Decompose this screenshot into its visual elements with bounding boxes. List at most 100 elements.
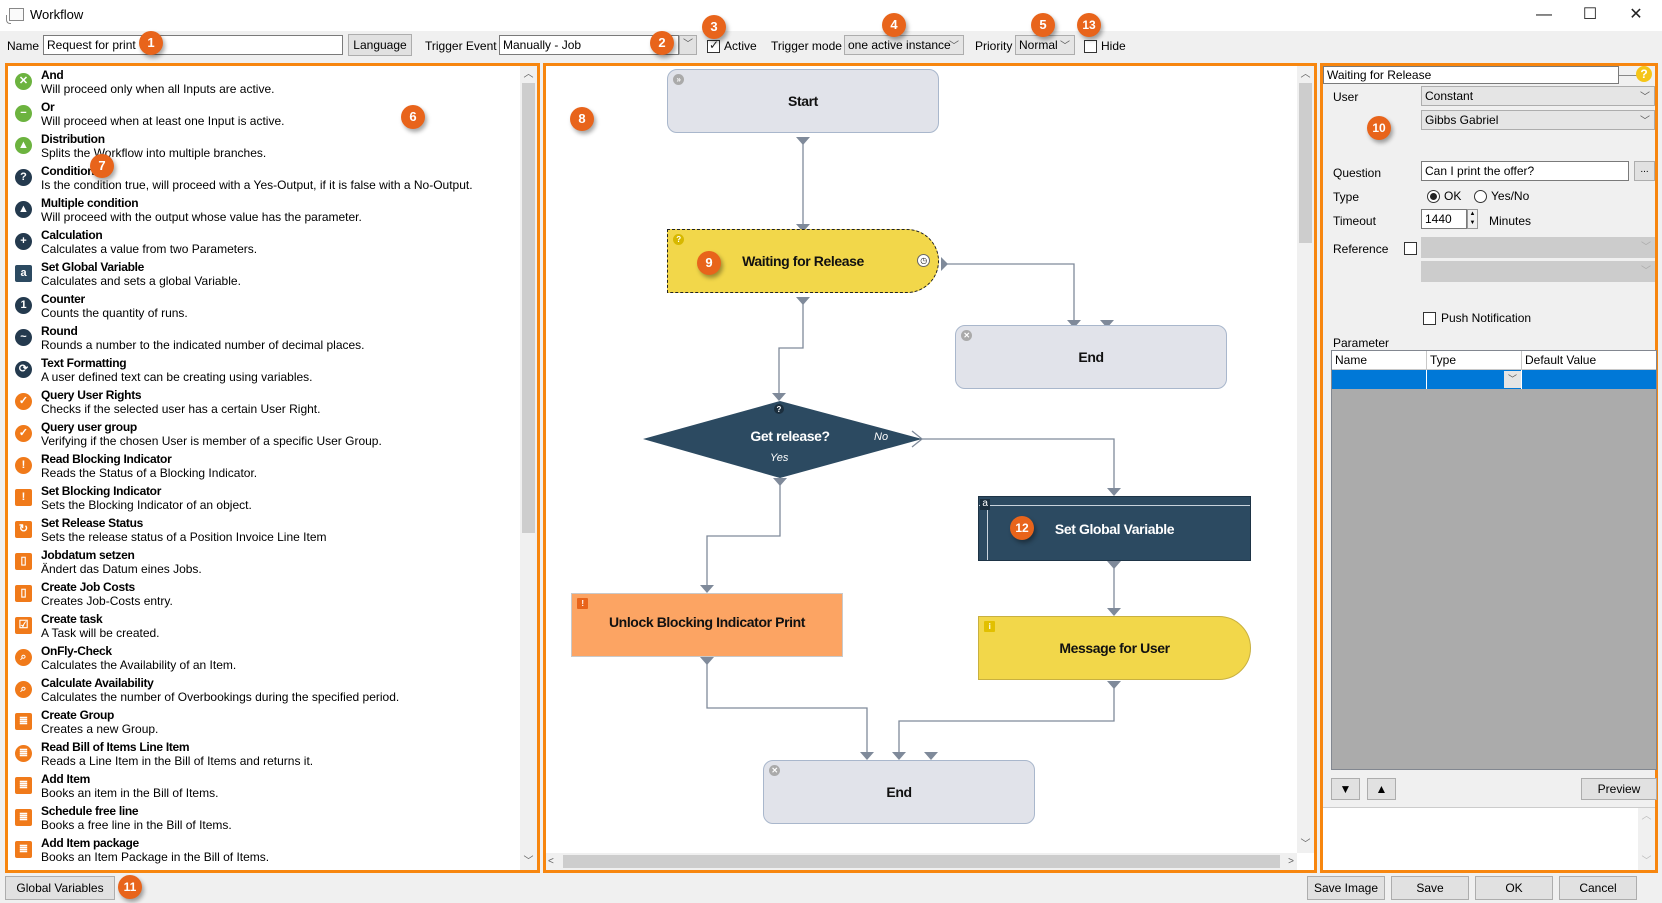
scrollbar-thumb[interactable] xyxy=(1299,83,1312,243)
output-port xyxy=(700,657,714,665)
column-header-default-value[interactable]: Default Value xyxy=(1522,351,1656,370)
parameter-grid[interactable]: Name Type Default Value ﹀ xyxy=(1331,350,1657,770)
save-image-button[interactable]: Save Image xyxy=(1307,876,1385,900)
timeout-input[interactable]: 1440 xyxy=(1421,209,1467,229)
ok-button[interactable]: OK xyxy=(1475,876,1553,900)
hide-checkbox[interactable] xyxy=(1084,40,1097,53)
scroll-down-icon[interactable]: ﹀ xyxy=(523,856,534,867)
toolbox-item-description: Creates a new Group. xyxy=(41,722,159,736)
move-up-button[interactable]: ▲ xyxy=(1367,778,1396,800)
set-global-variable-node[interactable]: a Set Global Variable xyxy=(978,496,1251,561)
trigger-mode-select[interactable]: one active instance﹀ xyxy=(844,35,964,55)
scroll-down-icon[interactable]: ﹀ xyxy=(1300,839,1311,850)
toolbox-item-description: Is the condition true, will proceed with… xyxy=(41,178,473,192)
message-for-user-node[interactable]: i Message for User xyxy=(978,616,1251,680)
annotation-badge: 6 xyxy=(401,105,425,129)
trigger-event-value: Manually - Job xyxy=(503,38,582,52)
global-variables-button[interactable]: Global Variables xyxy=(5,876,115,900)
scroll-up-icon[interactable]: ︿ xyxy=(1641,811,1652,822)
scroll-left-icon[interactable]: < xyxy=(548,856,554,867)
chevron-down-icon: ﹀ xyxy=(1641,242,1651,253)
question-input[interactable]: Can I print the offer? xyxy=(1421,161,1629,181)
scroll-down-icon[interactable]: ﹀ xyxy=(1641,856,1652,867)
input-port xyxy=(772,393,786,401)
reference-checkbox[interactable] xyxy=(1404,242,1417,255)
condition-node-label[interactable]: Get release? xyxy=(750,428,830,444)
preview-textarea[interactable]: ︿ ﹀ xyxy=(1323,807,1655,870)
node-title-input[interactable]: Waiting for Release xyxy=(1323,66,1619,84)
scroll-up-icon[interactable]: ︿ xyxy=(1300,69,1311,80)
active-checkbox[interactable] xyxy=(707,38,720,53)
type-ok-radio[interactable] xyxy=(1427,190,1440,203)
timeout-spinner[interactable]: ▲▼ xyxy=(1467,209,1478,229)
divider xyxy=(1619,75,1639,76)
canvas-vertical-scrollbar[interactable]: ︿ ﹀ xyxy=(1297,66,1314,853)
help-icon[interactable]: ? xyxy=(1636,66,1652,82)
move-down-button[interactable]: ▼ xyxy=(1331,778,1360,800)
user-select[interactable]: Gibbs Gabriel﹀ xyxy=(1421,110,1655,130)
type-yesno-radio[interactable] xyxy=(1474,190,1487,203)
scrollbar-thumb[interactable] xyxy=(522,83,535,533)
save-button[interactable]: Save xyxy=(1391,876,1469,900)
question-more-button[interactable]: ... xyxy=(1634,161,1655,181)
preview-button[interactable]: Preview xyxy=(1581,778,1657,800)
scroll-right-icon[interactable]: > xyxy=(1288,856,1294,867)
user-source-select[interactable]: Constant﹀ xyxy=(1421,86,1655,106)
end-node-label: End xyxy=(886,784,912,800)
preview-scrollbar[interactable]: ︿ ﹀ xyxy=(1638,808,1655,870)
start-node[interactable]: » Start xyxy=(667,69,939,133)
scroll-up-icon[interactable]: ︿ xyxy=(523,69,534,80)
scrollbar-thumb[interactable] xyxy=(563,855,1280,868)
language-button[interactable]: Language xyxy=(348,34,412,56)
cancel-button[interactable]: Cancel xyxy=(1559,876,1637,900)
parameter-row[interactable]: ﹀ xyxy=(1332,370,1656,389)
maximize-button[interactable]: ☐ xyxy=(1582,6,1598,23)
unlock-blocking-indicator-node[interactable]: ! Unlock Blocking Indicator Print xyxy=(571,593,843,657)
toolbox-item-description: Creates Job-Costs entry. xyxy=(41,594,173,608)
minimize-button[interactable]: — xyxy=(1536,6,1552,23)
column-header-name[interactable]: Name xyxy=(1332,351,1427,370)
type-dropdown-button[interactable]: ﹀ xyxy=(1504,371,1521,388)
query-rights-icon: ✓ xyxy=(15,393,32,410)
connector-condition-setglobal xyxy=(920,438,1115,490)
reference-select-2[interactable]: ﹀ xyxy=(1421,261,1655,282)
end-node-bottom[interactable]: ✕ End xyxy=(763,760,1035,824)
toolbox-scrollbar[interactable]: ︿ ﹀ xyxy=(520,66,537,870)
end-node-right[interactable]: ✕ End xyxy=(955,325,1227,389)
canvas-horizontal-scrollbar[interactable]: < > xyxy=(546,853,1297,870)
trigger-event-select[interactable]: Manually - Job xyxy=(499,35,679,55)
priority-select[interactable]: Normal﹀ xyxy=(1015,35,1075,55)
name-input[interactable]: Request for print xyxy=(43,35,343,55)
push-notification-checkbox[interactable] xyxy=(1423,312,1436,325)
workflow-canvas[interactable]: ? » Start ? Waiting for Release ◷ ✕ End … xyxy=(543,63,1317,873)
column-header-type[interactable]: Type xyxy=(1427,351,1522,370)
trigger-event-dropdown-button[interactable]: ﹀ xyxy=(679,35,697,55)
close-button[interactable]: ✕ xyxy=(1629,6,1643,23)
reference-select-1[interactable]: ﹀ xyxy=(1421,237,1655,258)
